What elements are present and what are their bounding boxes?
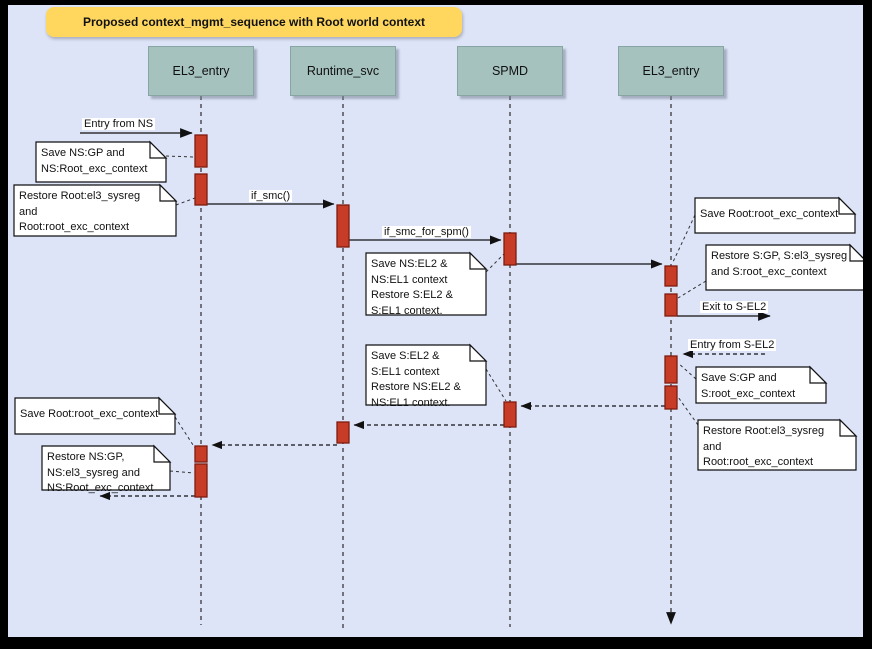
note-fold-9 bbox=[158, 396, 177, 415]
note-connector-1 bbox=[165, 155, 195, 158]
diagram-title: Proposed context_mgmt_sequence with Root… bbox=[46, 7, 462, 37]
note-connector-9 bbox=[174, 416, 196, 449]
note-restore-s-gp: Restore S:GP, S:el3_sysreg and S:root_ex… bbox=[711, 250, 848, 278]
note-shape-3 bbox=[365, 252, 487, 316]
lifeline-label: SPMD bbox=[491, 64, 529, 78]
lifeline-label: Runtime_svc bbox=[306, 64, 380, 78]
note-connector-5 bbox=[677, 280, 707, 299]
activation-runtime-a bbox=[336, 204, 350, 248]
note-shape-5 bbox=[705, 244, 863, 291]
lifeline-header-el3-entry-2: EL3_entry bbox=[618, 46, 724, 96]
note-restore-root-el3-sysreg-2: Restore Root:el3_sysreg and Root:root_ex… bbox=[703, 425, 825, 468]
note-connector-6 bbox=[677, 362, 697, 380]
note-shape-8 bbox=[365, 344, 487, 406]
sequence-diagram-graphics bbox=[13, 96, 863, 632]
note-fold-7 bbox=[839, 418, 858, 437]
note-fold-5 bbox=[849, 243, 863, 262]
note-connector-4 bbox=[672, 214, 696, 263]
activation-el3-2-d bbox=[664, 385, 678, 410]
lifeline-header-el3-entry-1: EL3_entry bbox=[148, 46, 254, 96]
activation-spmd-a bbox=[503, 232, 517, 266]
message-label-entry-from-s-el2: Entry from S-EL2 bbox=[688, 339, 777, 351]
note-fold-4 bbox=[838, 196, 857, 215]
message-label-entry-from-ns: Entry from NS bbox=[82, 118, 156, 130]
note-restore-ns-gp: Restore NS:GP, NS:el3_sysreg and NS:Root… bbox=[47, 451, 154, 494]
note-save-ns-el2-restore-s: Save NS:EL2 & NS:EL1 context Restore S:E… bbox=[371, 258, 453, 317]
lifeline-label: EL3_entry bbox=[172, 64, 230, 78]
note-save-s-el2-restore-ns: Save S:EL2 & S:EL1 context Restore NS:EL… bbox=[371, 350, 461, 409]
note-shape-6 bbox=[695, 366, 827, 404]
note-shape-7 bbox=[697, 419, 857, 471]
note-save-root-exc-context-top: Save Root:root_exc_context bbox=[700, 208, 839, 220]
note-fold-2 bbox=[159, 183, 178, 202]
note-fold-10 bbox=[153, 444, 172, 463]
note-restore-root-el3-sysreg: Restore Root:el3_sysreg and Root:root_ex… bbox=[19, 190, 141, 233]
activation-el3-2-b bbox=[664, 293, 678, 317]
note-shape-9 bbox=[14, 397, 176, 435]
note-shape-1 bbox=[35, 141, 167, 183]
activation-el3-2-a bbox=[664, 265, 678, 287]
note-connector-8 bbox=[485, 368, 507, 402]
note-shape-10 bbox=[41, 445, 171, 491]
note-connector-10 bbox=[169, 470, 195, 474]
note-save-s-gp: Save S:GP and S:root_exc_context bbox=[701, 372, 796, 400]
note-connector-7 bbox=[677, 396, 699, 426]
activation-el3-1-c bbox=[194, 445, 208, 463]
activation-el3-1-a bbox=[194, 134, 208, 168]
activation-el3-2-c bbox=[664, 355, 678, 384]
note-fold-1 bbox=[149, 140, 168, 159]
lifeline-header-runtime-svc: Runtime_svc bbox=[290, 46, 396, 96]
note-connector-3 bbox=[485, 252, 506, 273]
activation-el3-1-d bbox=[194, 463, 208, 498]
message-label-if-smc: if_smc() bbox=[249, 190, 293, 202]
sequence-diagram-canvas: Proposed context_mgmt_sequence with Root… bbox=[8, 5, 863, 637]
lifeline-label: EL3_entry bbox=[642, 64, 700, 78]
note-fold-8 bbox=[469, 343, 488, 362]
note-fold-6 bbox=[809, 365, 828, 384]
note-shape-4 bbox=[694, 197, 856, 234]
note-connector-2 bbox=[175, 197, 196, 206]
activation-spmd-b bbox=[503, 401, 517, 428]
lifeline-header-spmd: SPMD bbox=[457, 46, 563, 96]
activation-el3-1-b bbox=[194, 173, 208, 206]
activation-runtime-b bbox=[336, 421, 350, 444]
note-save-root-exc-context-bottom: Save Root:root_exc_context bbox=[20, 408, 159, 420]
note-save-ns-gp: Save NS:GP and NS:Root_exc_context bbox=[41, 147, 148, 175]
note-fold-3 bbox=[469, 251, 488, 270]
note-shape-2 bbox=[13, 184, 177, 237]
message-label-exit-to-s-el2: Exit to S-EL2 bbox=[700, 301, 769, 313]
message-label-if-smc-for-spm: if_smc_for_spm() bbox=[382, 226, 471, 238]
